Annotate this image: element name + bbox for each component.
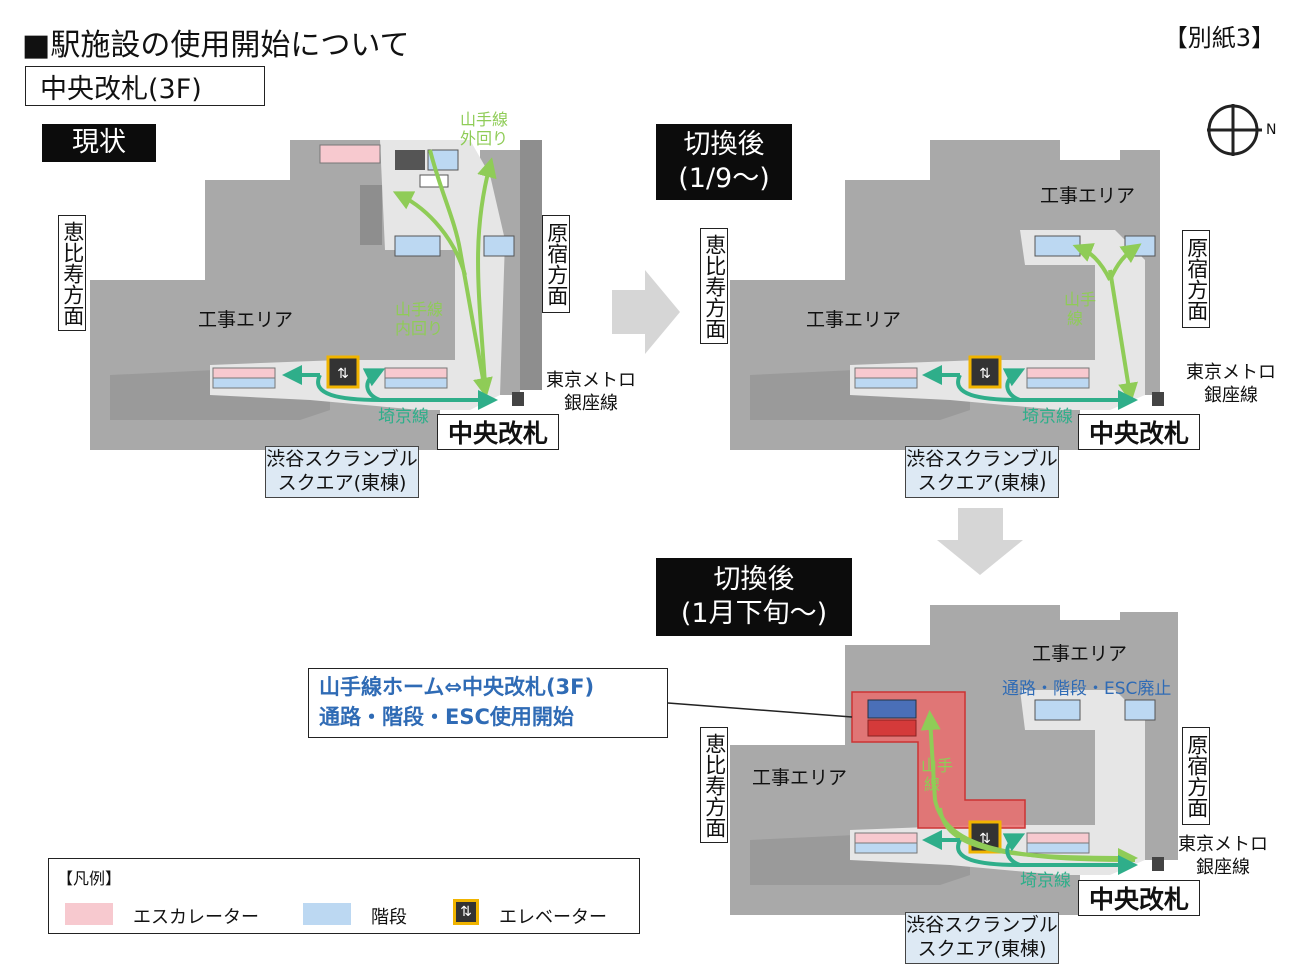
legend-elevator-label: エレベーター <box>499 907 607 928</box>
legend-escalator-label: エスカレーター <box>133 907 259 928</box>
legend-title: 【凡例】 <box>57 869 122 888</box>
panel-2-construction-area-top: 工事エリア <box>1040 185 1136 207</box>
panel-1-harajuku-direction: 原宿方面 <box>542 215 570 313</box>
panel-2-scramble-square: 渋谷スクランブル スクエア(東棟) <box>905 446 1059 498</box>
panel-2-state-label: 切換後 (1/9～) <box>656 124 792 200</box>
panel-2-plan: ⇅ <box>730 140 1164 450</box>
panel-3-ginza-line: 東京メトロ 銀座線 <box>1178 834 1268 878</box>
usage-start-callout: 山手線ホーム⇔中央改札(3F) 通路・階段・ESC使用開始 <box>308 668 668 738</box>
callout-leader-line <box>667 702 853 718</box>
panel-1-scramble-square: 渋谷スクランブル スクエア(東棟) <box>265 446 419 498</box>
panel-3-abolished-note: 通路・階段・ESC廃止 <box>1002 679 1172 699</box>
panel-1-elevator-icon <box>326 355 360 389</box>
page-title: ■駅施設の使用開始について <box>22 28 410 63</box>
panel-2-ebisu-direction: 恵比寿方面 <box>700 228 728 344</box>
svg-text:⇅: ⇅ <box>337 366 349 382</box>
panel-1-yamanote-outer: 山手線 外回り <box>460 110 509 149</box>
panel-3-saikyo-line: 埼京線 <box>1020 871 1071 891</box>
callout-line-1: 山手線ホーム⇔中央改札(3F) <box>319 675 595 699</box>
panel-1-ebisu-direction: 恵比寿方面 <box>58 215 86 331</box>
panel-3-scramble-square: 渋谷スクランブル スクエア(東棟) <box>905 912 1059 964</box>
north-label: N <box>1266 122 1277 138</box>
panel-1-plan: ⇅ <box>90 140 542 450</box>
panel-2-construction-area: 工事エリア <box>806 309 902 331</box>
panel-3-state-label: 切換後 (1月下旬～) <box>656 558 852 636</box>
panel-2-central-gate: 中央改札 <box>1078 414 1200 450</box>
panel-1-central-gate: 中央改札 <box>437 414 559 450</box>
callout-line-2: 通路・階段・ESC使用開始 <box>319 705 574 730</box>
panel-1-ginza-line: 東京メトロ 銀座線 <box>546 370 636 414</box>
panel-3-plan: ⇅ <box>730 605 1178 915</box>
panel-3-harajuku-direction: 原宿方面 <box>1182 727 1210 825</box>
panel-3-construction-area: 工事エリア <box>752 767 848 789</box>
legend-stairs-label: 階段 <box>371 907 407 928</box>
panel-3-construction-area-top: 工事エリア <box>1032 643 1128 665</box>
svg-text:⇅: ⇅ <box>979 831 991 847</box>
panel-3-central-gate: 中央改札 <box>1078 880 1200 916</box>
panel-1-construction-area: 工事エリア <box>198 309 294 331</box>
panel-2-yamanote-line: 山手 線 <box>1064 290 1097 329</box>
panel-2-saikyo-line: 埼京線 <box>1022 407 1073 427</box>
svg-text:⇅: ⇅ <box>979 366 991 382</box>
transition-arrow-down <box>937 508 1023 575</box>
panel-3-ebisu-direction: 恵比寿方面 <box>700 727 728 843</box>
elevator-icon: ⇅ <box>453 899 479 925</box>
annex-label: 【別紙3】 <box>1163 24 1275 52</box>
panel-2-harajuku-direction: 原宿方面 <box>1182 230 1210 328</box>
panel-2-elevator-icon <box>968 355 1002 389</box>
escalator-swatch <box>65 903 113 925</box>
panel-3-yamanote-line: 山手 線 <box>921 756 954 795</box>
compass-icon <box>1207 104 1262 156</box>
panel-1-concourse <box>210 140 505 410</box>
transition-arrow-right <box>612 270 680 354</box>
section-title: 中央改札(3F) <box>25 66 265 106</box>
panel-1-saikyo-line: 埼京線 <box>378 407 429 427</box>
stairs-swatch <box>303 903 351 925</box>
panel-1-state-label: 現状 <box>42 124 156 162</box>
panel-2-ginza-line: 東京メトロ 銀座線 <box>1186 362 1276 406</box>
legend: 【凡例】 エスカレーター 階段 ⇅ エレベーター <box>48 858 640 934</box>
panel-1-yamanote-inner: 山手線 内回り <box>395 300 444 339</box>
